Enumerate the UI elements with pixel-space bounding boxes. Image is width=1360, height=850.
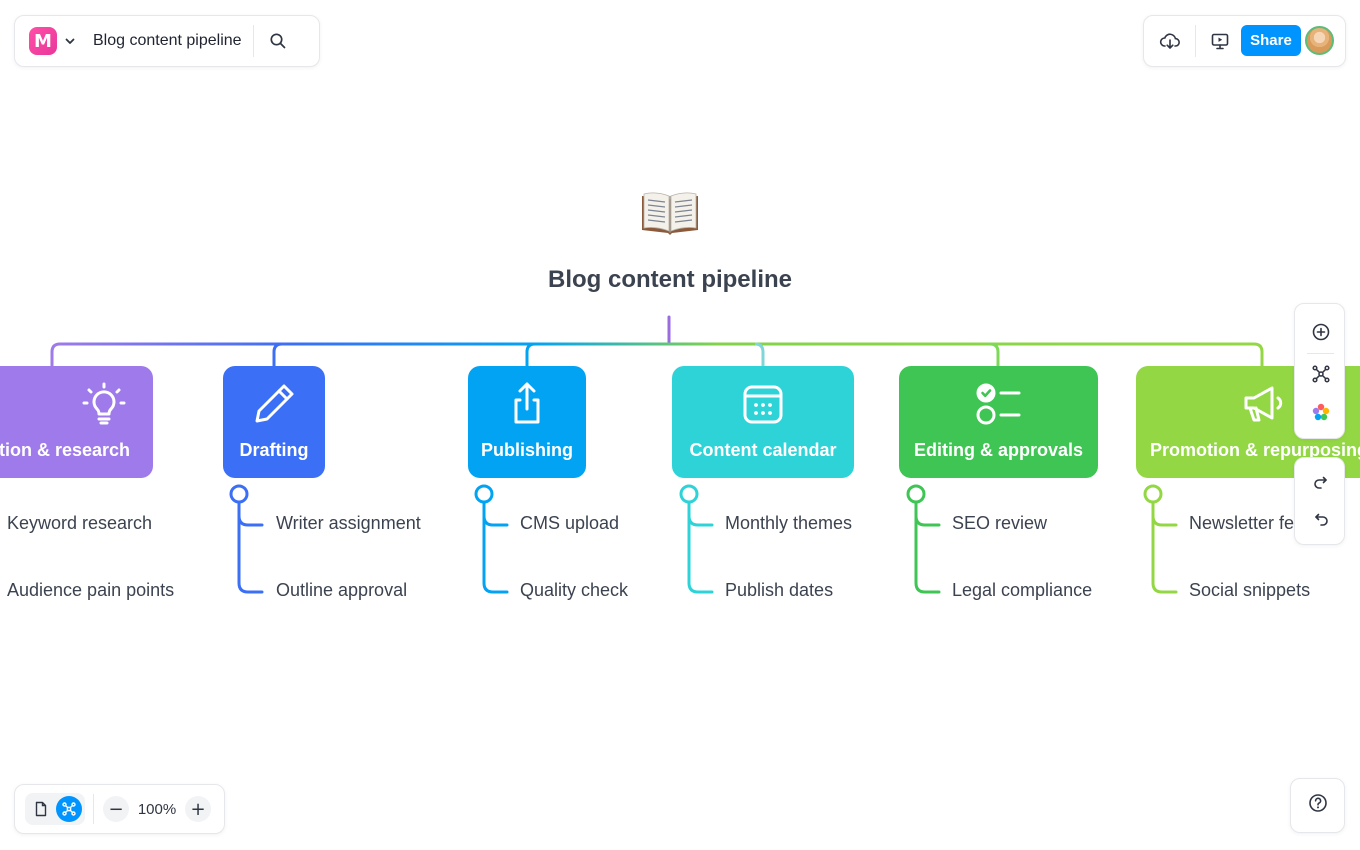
branch-ideation[interactable]: Ideation & research (0, 366, 153, 478)
avatar[interactable] (1305, 26, 1334, 55)
mindmap-layout-icon[interactable] (1295, 356, 1346, 392)
collapse-toggle-drafting (229, 484, 249, 504)
checklist-icon (973, 378, 1025, 430)
help-button[interactable] (1290, 778, 1345, 833)
cloud-download-icon[interactable] (1152, 23, 1188, 59)
leaf-node[interactable]: Audience pain points (7, 580, 175, 600)
central-topic[interactable]: Blog content pipeline (548, 266, 792, 293)
collapse-toggle-calendar (679, 484, 699, 504)
side-toolbar (1294, 303, 1345, 439)
leaf-node[interactable]: Social snippets (1189, 580, 1311, 600)
book-icon (638, 186, 702, 238)
branch-stem-publishing (525, 342, 536, 366)
leaf-node[interactable]: Outline approval (276, 580, 408, 600)
leaf-node[interactable]: Quality check (520, 580, 629, 600)
branch-label: Publishing (481, 440, 573, 460)
branch-label: Editing & approvals (913, 440, 1084, 460)
leaf-node[interactable]: Publish dates (725, 580, 834, 600)
share-icon (501, 378, 553, 430)
chevron-down-icon[interactable] (61, 32, 79, 50)
divider (93, 794, 94, 824)
branch-publishing[interactable]: Publishing (468, 366, 586, 478)
branch-stem-calendar (754, 342, 765, 366)
collapse-toggle-promotion (1143, 484, 1163, 504)
history-toolbar (1294, 457, 1345, 545)
document-header: M Blog content pipeline (14, 15, 320, 67)
collapse-toggle-publishing (474, 484, 494, 504)
view-toggle (25, 793, 85, 825)
pencil-icon (248, 378, 300, 430)
zoom-out-button[interactable]: − (103, 796, 129, 822)
leaf-node[interactable]: Keyword research (7, 513, 153, 533)
lightbulb-icon (78, 378, 130, 430)
logo-letter: M (34, 30, 52, 52)
document-title[interactable]: Blog content pipeline (93, 32, 242, 49)
calendar-icon (737, 378, 789, 430)
branch-drafting[interactable]: Drafting (223, 366, 325, 478)
share-button[interactable]: Share (1241, 25, 1301, 56)
undo-icon[interactable] (1295, 502, 1346, 538)
branch-stem-editing (989, 342, 1000, 366)
divider (1307, 353, 1334, 354)
leaf-node[interactable]: SEO review (952, 513, 1048, 533)
branch-label: Ideation & research (0, 440, 131, 460)
leaf-connectors-calendar (687, 501, 714, 594)
branch-stem-drafting (272, 342, 283, 366)
document-view-icon[interactable] (28, 796, 54, 822)
branch-content-calendar[interactable]: Content calendar (672, 366, 854, 478)
top-toolbar: Share (1143, 15, 1346, 67)
leaf-connectors-promotion (1151, 501, 1178, 594)
leaf-node[interactable]: Monthly themes (725, 513, 853, 533)
branch-label: Drafting (239, 440, 309, 460)
leaf-connectors-drafting (237, 501, 264, 594)
branch-label: Promotion & repurposing (1150, 440, 1360, 460)
collapse-toggle-editing (906, 484, 926, 504)
add-node-icon[interactable] (1295, 314, 1346, 350)
leaf-node[interactable]: Legal compliance (952, 580, 1093, 600)
redo-icon[interactable] (1295, 465, 1346, 501)
branch-label: Content calendar (689, 440, 837, 460)
leaf-node[interactable]: CMS upload (520, 513, 620, 533)
search-icon[interactable] (260, 23, 296, 59)
mindmap-view-icon[interactable] (56, 796, 82, 822)
zoom-level: 100% (137, 800, 177, 818)
branch-editing-approvals[interactable]: Editing & approvals (899, 366, 1098, 478)
zoom-controls: − 100% + (14, 784, 225, 834)
app-logo[interactable]: M (29, 27, 57, 55)
leaf-connectors-publishing (482, 501, 509, 594)
present-icon[interactable] (1202, 23, 1238, 59)
help-icon (1308, 793, 1328, 818)
divider (1195, 25, 1196, 57)
zoom-in-button[interactable]: + (185, 796, 211, 822)
color-palette-icon[interactable] (1295, 394, 1346, 430)
leaf-connectors-editing (914, 501, 941, 594)
divider (252, 25, 254, 57)
leaf-node[interactable]: Writer assignment (276, 513, 421, 533)
branch-bus (50, 342, 1264, 366)
megaphone-icon (1236, 378, 1288, 430)
